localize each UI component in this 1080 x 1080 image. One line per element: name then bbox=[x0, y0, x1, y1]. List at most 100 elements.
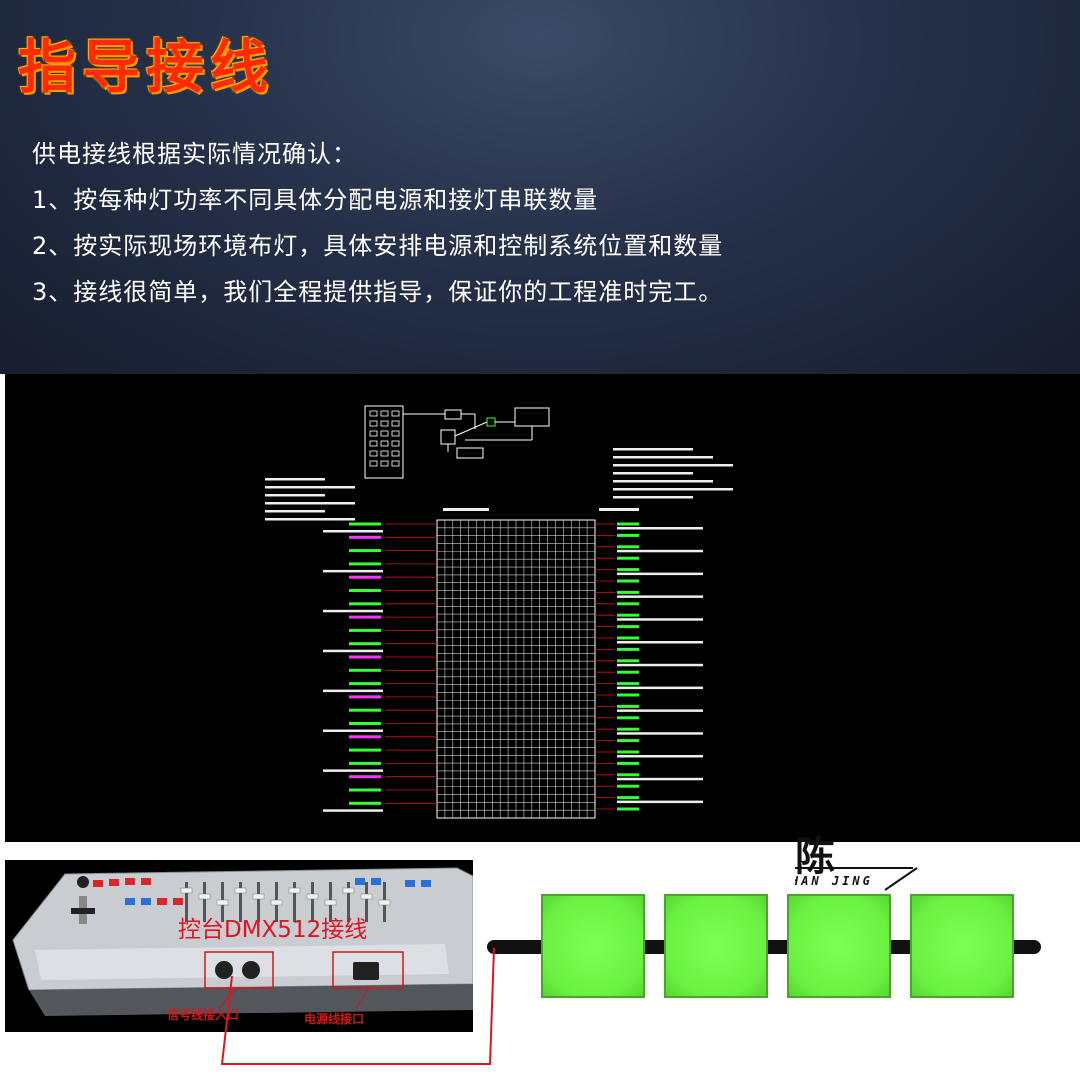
controller-key bbox=[369, 430, 378, 437]
left-label-mark bbox=[349, 668, 381, 672]
brand-chinese-name: 陈 工 bbox=[795, 834, 857, 880]
right-label-mark bbox=[617, 659, 639, 663]
junction-box bbox=[440, 429, 456, 445]
wiring-diagram bbox=[5, 374, 1080, 842]
led-tile-2 bbox=[664, 894, 768, 998]
fader-track bbox=[257, 882, 260, 922]
fader-track bbox=[239, 882, 242, 922]
right-label-mark bbox=[617, 602, 639, 606]
right-label-mark bbox=[617, 579, 639, 583]
right-note-mark bbox=[617, 641, 703, 644]
header-banner: 指导接线 供电接线根据实际情况确认： 1、按每种灯功率不同具体分配电源和接灯串联… bbox=[0, 0, 1080, 374]
controller-box bbox=[364, 405, 404, 479]
grid-top-label bbox=[443, 508, 489, 511]
right-label-mark bbox=[617, 784, 639, 788]
left-note-mark bbox=[323, 649, 383, 653]
instruction-line-1: 1、按每种灯功率不同具体分配电源和接灯串联数量 bbox=[32, 186, 599, 214]
fader-knob bbox=[234, 887, 247, 894]
right-label-mark bbox=[617, 590, 639, 594]
right-label-mark bbox=[617, 636, 639, 640]
left-label-mark bbox=[349, 708, 381, 712]
power-box bbox=[456, 447, 484, 459]
right-note-mark bbox=[617, 709, 703, 712]
right-label-mark bbox=[617, 613, 639, 617]
fader-track bbox=[293, 882, 296, 922]
right-note-mark bbox=[617, 777, 703, 781]
controller-key bbox=[391, 410, 400, 417]
controller-key bbox=[380, 460, 389, 467]
right-note-mark bbox=[617, 800, 703, 804]
controller-key bbox=[380, 420, 389, 427]
right-note-mark bbox=[617, 663, 703, 667]
left-label-mark bbox=[349, 801, 381, 805]
cad-notes bbox=[265, 448, 733, 521]
right-label-mark bbox=[617, 716, 639, 720]
left-label-mark bbox=[349, 642, 381, 646]
left-notes-line bbox=[265, 478, 325, 481]
fader-knob bbox=[342, 887, 355, 894]
fader-knob bbox=[198, 893, 211, 900]
console-faders bbox=[180, 882, 391, 922]
signal-node bbox=[486, 417, 496, 427]
right-note-mark bbox=[617, 527, 703, 530]
left-label-mark bbox=[349, 748, 381, 752]
fader-track bbox=[365, 882, 368, 922]
right-notes-line bbox=[613, 488, 733, 491]
fader-knob bbox=[360, 893, 373, 900]
signal-port-label: 信号线接入口 bbox=[167, 1008, 240, 1022]
right-label-mark bbox=[617, 739, 639, 743]
left-note-mark bbox=[323, 769, 383, 772]
fader-track bbox=[203, 882, 206, 922]
cad-drawing bbox=[265, 405, 733, 819]
right-label-mark bbox=[617, 545, 639, 549]
right-notes-line bbox=[613, 480, 713, 483]
right-label-mark bbox=[617, 727, 639, 731]
left-connectors bbox=[323, 522, 437, 812]
left-notes-line bbox=[265, 518, 355, 521]
left-label-mark bbox=[349, 615, 381, 619]
intro-line: 供电接线根据实际情况确认： bbox=[32, 140, 357, 168]
right-notes-line bbox=[613, 456, 713, 459]
left-note-mark bbox=[323, 609, 383, 613]
left-label-mark bbox=[349, 535, 381, 539]
instruction-line-3: 3、接线很简单，我们全程提供指导，保证你的工程准时完工。 bbox=[32, 278, 724, 306]
led-grid bbox=[436, 519, 596, 819]
brand-english-name: HAN JING bbox=[795, 874, 873, 888]
left-notes-line bbox=[265, 486, 355, 489]
right-label-mark bbox=[617, 761, 639, 765]
right-label-mark bbox=[617, 533, 639, 537]
led-tile-3 bbox=[787, 894, 891, 998]
left-label-mark bbox=[349, 775, 381, 779]
left-notes-line bbox=[265, 510, 325, 513]
left-label-mark bbox=[349, 562, 381, 566]
right-label-mark bbox=[617, 568, 639, 572]
left-label-mark bbox=[349, 735, 381, 739]
controller-key bbox=[369, 420, 378, 427]
led-tile-4 bbox=[910, 894, 1014, 998]
left-label-mark bbox=[349, 589, 381, 592]
right-label-mark bbox=[617, 807, 639, 811]
controller-key bbox=[380, 430, 389, 437]
controller-key bbox=[369, 450, 378, 457]
left-note-mark bbox=[323, 689, 383, 693]
fader-knob bbox=[252, 893, 265, 900]
left-note-mark bbox=[323, 729, 383, 732]
controller-key bbox=[380, 410, 389, 417]
left-label-mark bbox=[349, 682, 381, 686]
left-label-mark bbox=[349, 602, 381, 606]
brand-logo: 陈 工 HAN JING bbox=[795, 830, 935, 892]
left-label-mark bbox=[349, 722, 381, 725]
right-label-mark bbox=[617, 796, 639, 800]
controller-key bbox=[369, 410, 378, 417]
controller-key bbox=[369, 440, 378, 447]
controller-keys bbox=[369, 410, 400, 467]
right-note-mark bbox=[617, 572, 703, 576]
right-label-mark bbox=[617, 773, 639, 777]
right-notes-line bbox=[613, 448, 693, 451]
controller-key bbox=[391, 430, 400, 437]
fader-track bbox=[311, 882, 314, 922]
left-label-mark bbox=[349, 655, 381, 659]
right-note-mark bbox=[617, 686, 703, 690]
controller-key bbox=[369, 460, 378, 467]
right-label-mark bbox=[617, 522, 639, 526]
